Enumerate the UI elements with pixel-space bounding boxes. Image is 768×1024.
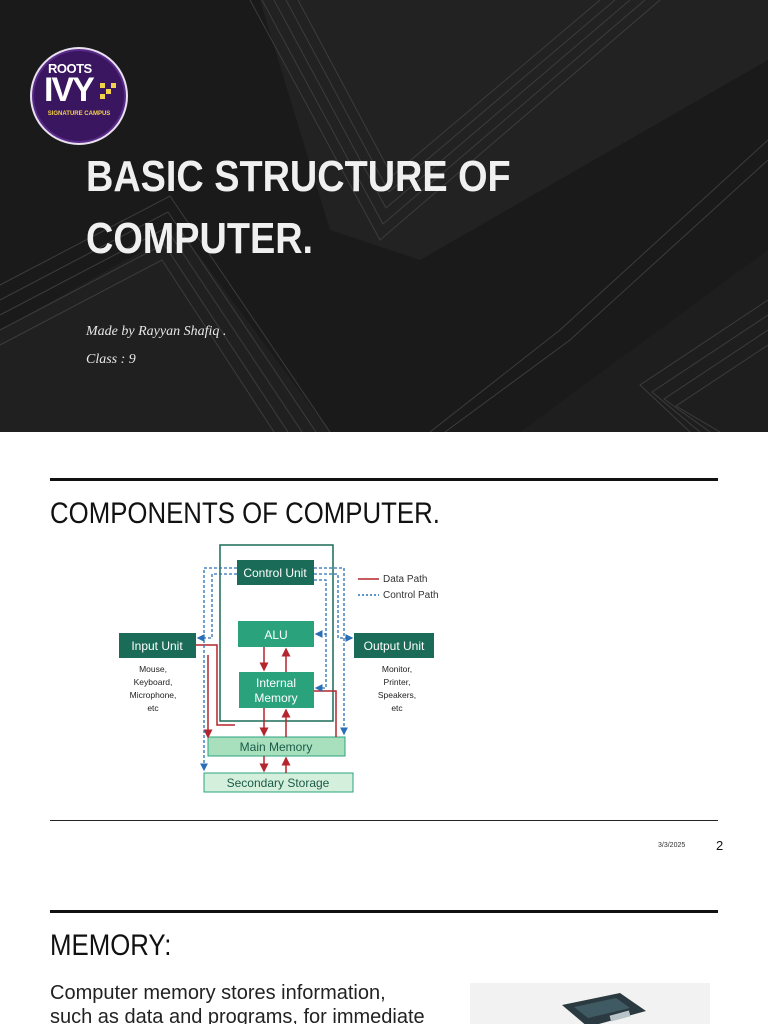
internal-memory-label-2: Memory	[254, 691, 297, 705]
alu-label: ALU	[264, 628, 287, 642]
logo-pixel-icon	[100, 83, 116, 99]
background-pattern	[0, 0, 768, 432]
output-unit-label: Output Unit	[364, 639, 425, 653]
cpu-outline	[219, 544, 334, 722]
title-slide: ROOTS IVY SIGNATURE CAMPUS BASIC STRUCTU…	[0, 0, 768, 432]
presentation-title: BASIC STRUCTURE OF COMPUTER.	[86, 152, 511, 263]
output-example-3: Speakers,	[378, 690, 416, 700]
logo-text-roots: ROOTS	[48, 61, 92, 76]
main-memory-box	[207, 736, 346, 757]
memory-slide: MEMORY: Computer memory stores informati…	[0, 873, 768, 1024]
input-example-1: Mouse,	[139, 664, 167, 674]
control-unit-box	[237, 560, 314, 585]
components-slide: COMPONENTS OF COMPUTER. Control Unit ALU…	[0, 433, 768, 873]
alu-box	[238, 621, 314, 647]
memory-module-image	[470, 983, 710, 1024]
input-unit-box	[119, 633, 196, 658]
secondary-storage-box	[203, 772, 354, 793]
slide-date: 3/3/2025	[658, 842, 686, 849]
bottom-divider	[50, 820, 718, 821]
input-example-3: Microphone,	[130, 690, 177, 700]
input-unit-label: Input Unit	[131, 639, 183, 653]
logo-text-ivy: IVY	[44, 71, 95, 109]
school-logo: ROOTS IVY SIGNATURE CAMPUS	[34, 51, 124, 141]
output-example-2: Printer,	[384, 677, 411, 687]
input-example-4: etc	[147, 703, 159, 713]
internal-memory-box	[239, 672, 314, 708]
control-unit-label: Control Unit	[243, 566, 307, 580]
slide-heading: COMPONENTS OF COMPUTER.	[50, 497, 440, 530]
top-divider	[50, 478, 718, 481]
output-example-1: Monitor,	[382, 664, 412, 674]
top-divider	[50, 910, 718, 913]
output-example-4: etc	[391, 703, 403, 713]
author-line: Made by Rayyan Shafiq .	[86, 324, 227, 339]
secondary-storage-label: Secondary Storage	[227, 776, 330, 790]
computer-structure-diagram: Control Unit ALU Internal Memory Input U…	[119, 544, 439, 793]
slide-number: 2	[716, 838, 724, 853]
memory-description: Computer memory stores information, such…	[50, 982, 425, 1024]
slide-heading: MEMORY:	[50, 929, 172, 962]
main-memory-label: Main Memory	[240, 740, 313, 754]
class-line: Class : 9	[86, 352, 136, 367]
input-example-2: Keyboard,	[134, 677, 173, 687]
output-unit-box	[354, 633, 434, 658]
internal-memory-label-1: Internal	[256, 676, 296, 690]
legend-control-path-label: Control Path	[383, 590, 439, 601]
logo-text-campus: SIGNATURE CAMPUS	[47, 111, 111, 117]
legend-data-path-label: Data Path	[383, 574, 427, 585]
